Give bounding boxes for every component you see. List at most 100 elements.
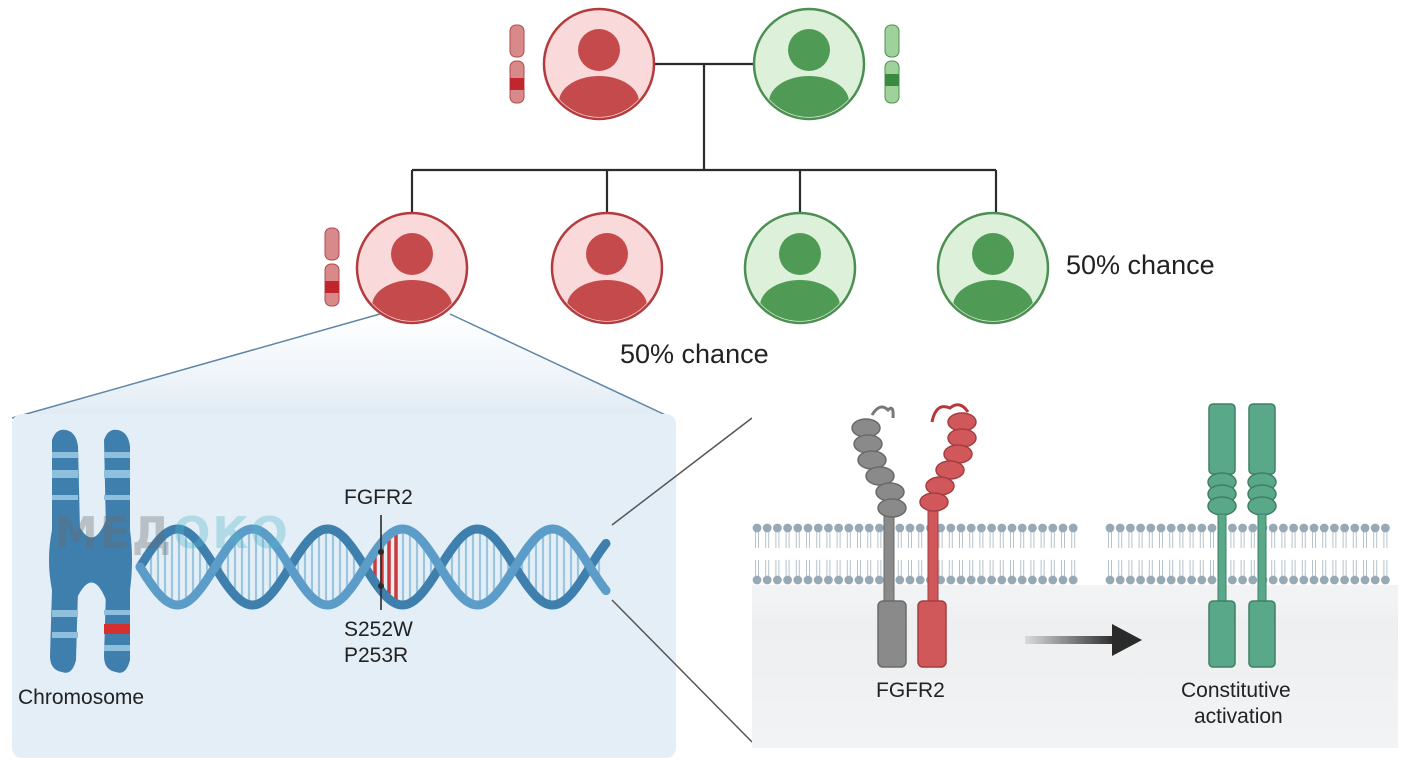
receptor-extracellular xyxy=(1248,403,1276,475)
lipid-head xyxy=(854,575,864,585)
lipid-head xyxy=(793,523,803,533)
watermark-part1: МЕД xyxy=(54,508,174,559)
fgfr2-receptor-red xyxy=(917,403,977,668)
receptor-extracellular xyxy=(1208,403,1236,475)
lipid-head xyxy=(875,575,884,585)
lipid-head xyxy=(977,523,986,533)
lipid-head xyxy=(1238,523,1247,533)
receptor-domain xyxy=(1207,496,1237,516)
lipid-head xyxy=(1126,575,1135,585)
lipid-head xyxy=(1105,523,1115,533)
receptor-domain xyxy=(925,476,955,496)
receptor-domain xyxy=(943,444,973,464)
lipid-head xyxy=(752,523,762,533)
lipid-head xyxy=(1319,523,1329,533)
dna-strand xyxy=(135,524,611,610)
parent-chromosome-red-icon xyxy=(509,24,525,104)
lipid-head xyxy=(844,523,854,533)
activation-label-line1: Constitutive xyxy=(1181,679,1291,702)
lipid-head xyxy=(1248,523,1258,533)
lipid-head xyxy=(1299,575,1309,585)
lipid-head xyxy=(1177,575,1186,585)
lipid-head xyxy=(895,575,905,585)
lipid-head xyxy=(1068,523,1078,533)
lipid-head xyxy=(864,575,874,585)
lipid-head xyxy=(854,523,864,533)
lipid-head xyxy=(956,575,966,585)
lipid-head xyxy=(1330,575,1339,585)
child-affected-1-icon xyxy=(355,211,469,325)
lipid-head xyxy=(834,523,843,533)
lipid-head xyxy=(752,575,762,585)
receptor-domain xyxy=(1247,496,1277,516)
receptor-kinase-domain xyxy=(1208,600,1236,668)
mutation-label-1: S252W xyxy=(344,618,413,641)
lipid-head xyxy=(1156,575,1166,585)
lipid-head xyxy=(803,523,813,533)
chance-label-right: 50% chance xyxy=(1066,250,1215,280)
activation-arrow-icon xyxy=(1025,624,1142,656)
mutation-label-2: P253R xyxy=(344,644,409,667)
watermark-logo: МЕДОКО xyxy=(54,508,290,559)
receptor-domain xyxy=(877,498,907,518)
lipid-head xyxy=(1279,523,1288,533)
lipid-head xyxy=(762,523,772,533)
receptor-domain xyxy=(851,418,881,438)
lipid-head xyxy=(1136,575,1145,585)
receptor-domain xyxy=(919,492,949,512)
lipid-head xyxy=(762,575,772,585)
lipid-head xyxy=(1038,575,1047,585)
fgfr2-receptor-activated xyxy=(1207,403,1277,668)
lipid-head xyxy=(966,575,976,585)
lipid-head xyxy=(1197,523,1207,533)
lipid-head xyxy=(1177,523,1186,533)
lipid-head xyxy=(1289,523,1298,533)
child-chromosome-red-icon xyxy=(324,227,340,307)
lipid-head xyxy=(1048,523,1058,533)
lipid-head xyxy=(1228,523,1237,533)
lipid-head xyxy=(1017,575,1027,585)
lipid-head xyxy=(1028,575,1037,585)
lipid-head xyxy=(915,575,925,585)
receptor-kinase-domain xyxy=(1248,600,1276,668)
lipid-head xyxy=(1115,575,1125,585)
receptor-transmembrane xyxy=(1217,513,1227,607)
lipid-head xyxy=(864,523,874,533)
lipid-head xyxy=(1115,523,1125,533)
lipid-head xyxy=(1207,523,1217,533)
lipid-head xyxy=(1166,575,1176,585)
lipid-head xyxy=(875,523,884,533)
lipid-head xyxy=(895,523,905,533)
pedigree-lines xyxy=(410,62,998,213)
lipid-head xyxy=(1058,575,1068,585)
fgfr2-receptor-grey xyxy=(851,418,907,668)
child-affected-2-icon xyxy=(550,211,664,325)
receptor-kinase-domain xyxy=(917,600,947,668)
lipid-head xyxy=(956,523,966,533)
receptor-label: FGFR2 xyxy=(876,679,945,702)
lipid-head xyxy=(1350,523,1360,533)
lipid-head xyxy=(1166,523,1176,533)
receptor-domain xyxy=(853,434,883,454)
lipid-head xyxy=(997,523,1007,533)
lipid-head xyxy=(946,523,956,533)
lipid-head xyxy=(1370,575,1380,585)
chromosome-icon xyxy=(49,429,132,673)
lipid-head xyxy=(1068,575,1078,585)
lipid-head xyxy=(905,523,915,533)
lipid-head xyxy=(1370,523,1380,533)
receptor-domain xyxy=(875,482,905,502)
lipid-head xyxy=(1330,523,1339,533)
lipid-head xyxy=(1207,575,1217,585)
lipid-head xyxy=(1105,575,1115,585)
lipid-head xyxy=(1381,523,1390,533)
lipid-head xyxy=(1268,575,1278,585)
lipid-head xyxy=(1268,523,1278,533)
receptor-domain xyxy=(857,450,887,470)
lipid-head xyxy=(987,523,996,533)
chance-label-center: 50% chance xyxy=(620,339,769,369)
lipid-head xyxy=(783,575,792,585)
chromosome-label: Chromosome xyxy=(18,686,145,709)
lipid-head xyxy=(1279,575,1288,585)
